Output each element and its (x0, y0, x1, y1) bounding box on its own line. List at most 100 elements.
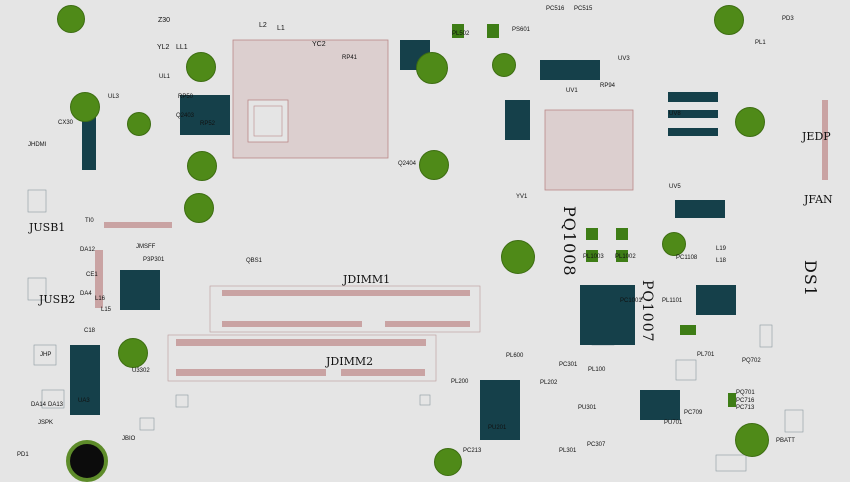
ds1-label: DS1 (801, 260, 820, 297)
jusb1-label: JUSB1 (29, 221, 66, 234)
uv8-label: UV8 (669, 111, 681, 117)
pc516-label: PC516 (546, 6, 565, 12)
dimm1-slot (222, 290, 470, 327)
pq1008-label: PQ1008 (560, 206, 579, 277)
l2-label: L2 (259, 22, 267, 29)
yc2-label: YC2 (312, 41, 326, 48)
pu301-label: PU301 (578, 405, 597, 411)
uv5-label: UV5 (669, 184, 681, 190)
pc1001-label: PC1001 (620, 298, 642, 304)
dimm2-slot (176, 339, 426, 376)
pq701-label: PQ701 (736, 390, 755, 396)
pl701-label: PL701 (697, 352, 715, 358)
pc709-label: PC709 (684, 410, 703, 416)
pc716-label: PC716 (736, 398, 755, 404)
l15-label: L15 (101, 307, 112, 313)
jusb2-label: JUSB2 (39, 293, 76, 306)
green-pad (616, 250, 628, 262)
l16-label: L16 (95, 296, 106, 302)
da4-label: DA4 (80, 291, 92, 297)
pbatt-label: PBATT (776, 438, 795, 444)
da14-label: DA14 (31, 402, 47, 408)
mount-hole (416, 52, 448, 84)
mount-hole (118, 338, 148, 368)
jdimm2-label: JDIMM2 (326, 355, 374, 368)
mount-hole (419, 150, 449, 180)
q2403-label: Q2403 (176, 113, 195, 119)
yv1-label: YV1 (516, 194, 528, 200)
cx30-label: CX30 (58, 120, 74, 126)
da12-label: DA12 (80, 247, 96, 253)
mount-hole (186, 52, 216, 82)
jedp-label: JEDP (802, 130, 831, 143)
ua3-label: UA3 (78, 398, 90, 404)
ul1-label: UL1 (159, 74, 171, 80)
p3p301-label: P3P301 (143, 257, 165, 263)
mount-hole (714, 5, 744, 35)
mount-hole (735, 107, 765, 137)
mount-hole (127, 112, 151, 136)
pd3-label: PD3 (782, 16, 794, 22)
pl1003-label: PL1003 (583, 254, 604, 260)
c18-label: C18 (84, 328, 96, 334)
ll1-label: LL1 (176, 44, 188, 51)
mount-hole (187, 151, 217, 181)
jbio-label: JBIO (122, 436, 136, 442)
cpu-bga (232, 39, 389, 159)
l19-label: L19 (716, 246, 727, 252)
pl1-label: PL1 (755, 40, 766, 46)
pq702-label: PQ702 (742, 358, 761, 364)
pch-bga (544, 109, 634, 191)
pl301-label: PL301 (559, 448, 577, 454)
pq1007-label: PQ1007 (639, 280, 655, 343)
pl1002-label: PL1002 (615, 254, 636, 260)
pl200-label: PL200 (451, 379, 469, 385)
pc713-label: PC713 (736, 405, 755, 411)
jmsff-label: JMSFF (136, 244, 156, 250)
rp50-label: RP50 (178, 94, 194, 100)
mount-hole (70, 92, 100, 122)
pc307-label: PC307 (587, 442, 606, 448)
green-pad (616, 228, 628, 240)
jhdmi-label: JHDMI (28, 142, 47, 148)
green-pad (728, 393, 736, 407)
q2404-label: Q2404 (398, 161, 417, 167)
l18-label: L18 (716, 258, 727, 264)
mount-hole (57, 5, 85, 33)
green-pad (586, 228, 598, 240)
pc213-label: PC213 (463, 448, 482, 454)
mount-hole (662, 232, 686, 256)
l1-label: L1 (277, 25, 285, 32)
pd1-label: PD1 (17, 452, 29, 458)
pl600-label: PL600 (506, 353, 524, 359)
da13-label: DA13 (48, 402, 64, 408)
pl202-label: PL202 (540, 380, 558, 386)
pu201-label: PU201 (488, 425, 507, 431)
pl502-label: PL502 (452, 31, 470, 37)
pu701-label: PU701 (664, 420, 683, 426)
ti0-label: TI0 (85, 218, 94, 224)
mount-hole (184, 193, 214, 223)
pc515-label: PC515 (574, 6, 593, 12)
green-pad (452, 24, 464, 38)
rp52-label: RP52 (200, 121, 216, 127)
mount-hole (492, 53, 516, 77)
jhp-label: JHP (40, 352, 52, 358)
uv3-label: UV3 (618, 56, 630, 62)
green-pad (586, 250, 598, 262)
mount-hole (501, 240, 535, 274)
ul3-label: UL3 (108, 94, 120, 100)
green-pad (487, 24, 499, 38)
z30-label: Z30 (158, 17, 171, 24)
qbs1-label: QBS1 (246, 258, 263, 264)
mount-hole (735, 423, 769, 457)
u3302-label: U3302 (132, 368, 150, 374)
jspk-label: JSPK (38, 420, 54, 426)
rp41-label: RP41 (342, 55, 358, 61)
pc1108-label: PC1108 (676, 255, 698, 261)
jdimm1-label: JDIMM1 (343, 273, 391, 286)
mount-hole (434, 448, 462, 476)
pl100-label: PL100 (588, 367, 606, 373)
